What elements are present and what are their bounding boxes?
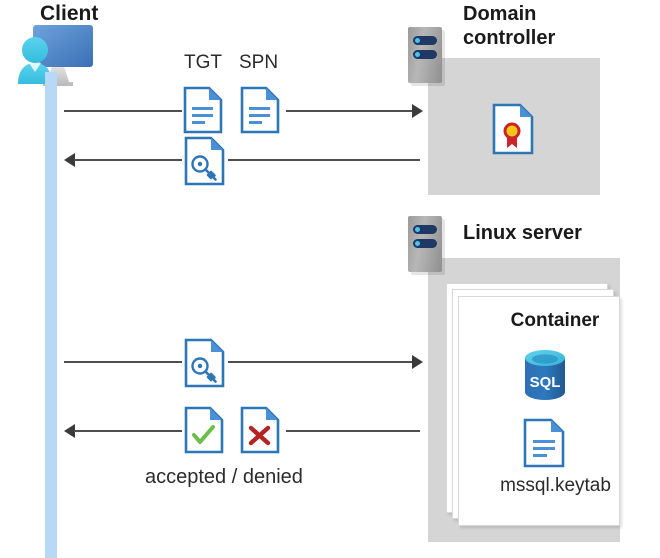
text-document-icon-tgt [183,86,223,134]
domain-controller-title: Domain controller [463,3,653,50]
server-rack-icon-domain-controller [408,27,442,83]
keytab-document-icon [523,418,565,468]
container-title: Container [510,310,600,331]
flow-line-4-left [74,430,182,432]
arrow-right-icon-flow-1 [412,104,423,118]
domain-controller-title-line1: Domain [463,3,537,25]
client-lifeline [45,72,57,558]
sql-database-icon: SQL [521,348,569,407]
flow-line-2-right [228,159,420,161]
domain-controller-title-line2: controller [463,26,556,49]
flow-line-2-left [74,159,182,161]
certificate-document-icon [492,103,534,155]
arrow-right-icon-flow-3 [412,355,423,369]
server-rack-icon-linux-server [408,216,442,272]
linux-server-title: Linux server [463,222,582,244]
page-title-client: Client [40,2,99,25]
denied-document-icon [240,406,280,454]
approved-document-icon [184,406,224,454]
spn-label: SPN [239,52,279,73]
flow-line-4-right [286,430,420,432]
flow-line-1-left [64,110,182,112]
flow-line-3-left [64,361,182,363]
sql-label: SQL [530,374,561,391]
client-workstation-icon [8,22,108,92]
key-document-icon-ticket-granted [184,136,226,186]
flow-line-3-right [228,361,414,363]
accepted-denied-label: accepted / denied [145,466,303,488]
key-document-icon-ticket-presented [184,338,226,388]
tgt-label: TGT [184,52,222,73]
keytab-filename-label: mssql.keytab [500,475,611,496]
flow-line-1-right [286,110,414,112]
text-document-icon-spn [240,86,280,134]
arrow-left-icon-flow-4 [64,424,75,438]
arrow-left-icon-flow-2 [64,153,75,167]
container-card-front [458,296,620,526]
